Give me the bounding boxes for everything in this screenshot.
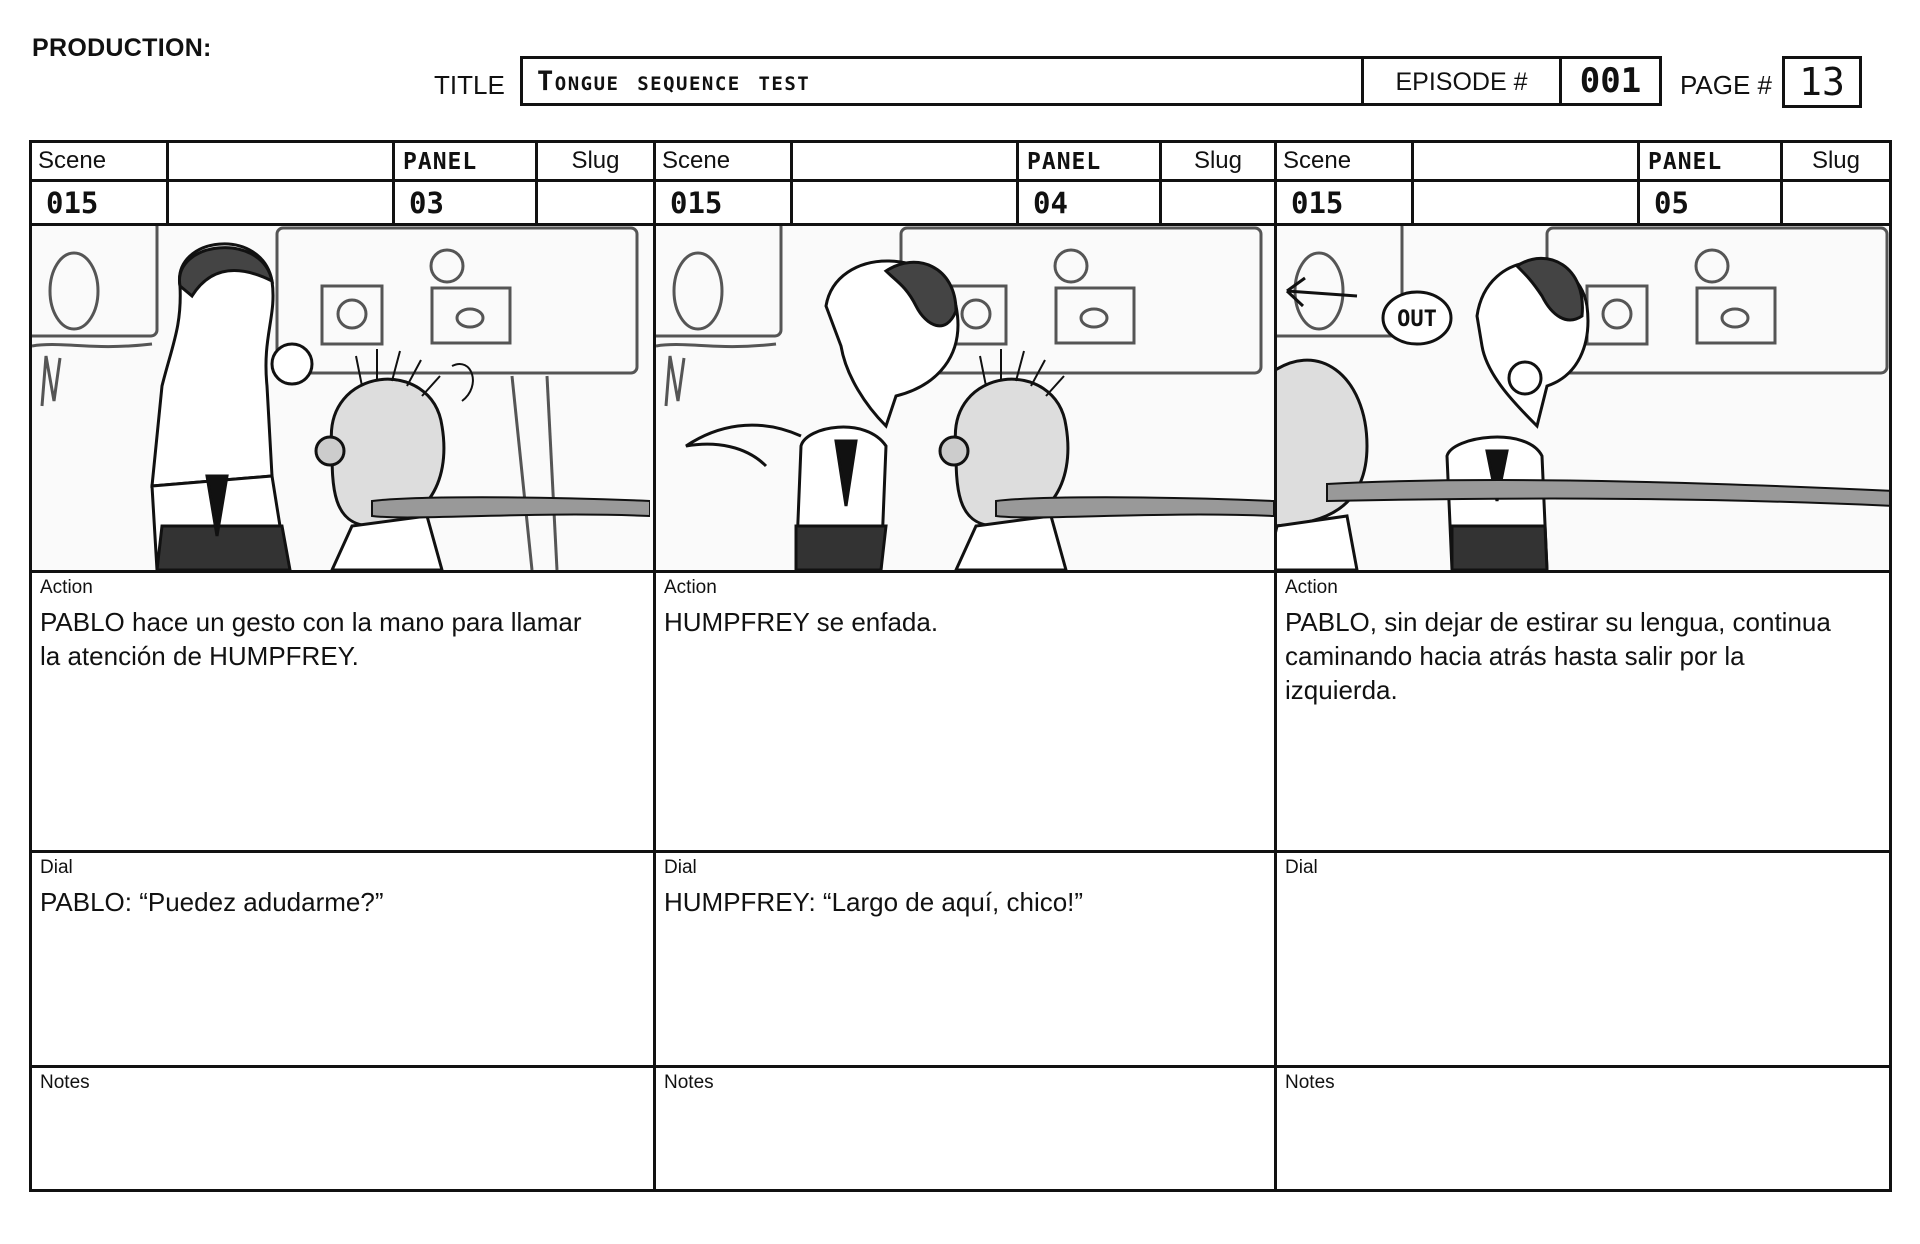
episode-value[interactable]: 001: [1559, 59, 1659, 103]
slug-field[interactable]: [1162, 182, 1274, 223]
dial-field[interactable]: Dial: [1277, 853, 1889, 1068]
notes-label: Notes: [1285, 1072, 1335, 1093]
action-text: HUMPFREY se enfada.: [664, 607, 939, 637]
panel-label: PANEL: [1019, 143, 1162, 179]
drawing-sketch-2: [656, 226, 1274, 570]
panel-label: PANEL: [395, 143, 538, 179]
dial-field[interactable]: Dial HUMPFREY: “Largo de aquí, chico!”: [656, 853, 1274, 1068]
panel-drawing: [656, 226, 1274, 573]
panel-header-values: 015 03: [32, 182, 653, 226]
panel-header-values: 015 04: [656, 182, 1274, 226]
panel-header-labels: Scene PANEL Slug: [1277, 143, 1889, 182]
notes-field[interactable]: Notes: [1277, 1068, 1889, 1189]
dial-label: Dial: [1285, 857, 1318, 878]
storyboard-sheet: Scene PANEL Slug 015 03: [29, 140, 1892, 1192]
panel-header-labels: Scene PANEL Slug: [656, 143, 1274, 182]
notes-field[interactable]: Notes: [656, 1068, 1274, 1189]
action-field[interactable]: Action PABLO hace un gesto con la mano p…: [32, 573, 653, 853]
dial-text: PABLO: “Puedez adudarme?”: [40, 887, 384, 917]
action-label: Action: [664, 577, 717, 598]
action-text: PABLO hace un gesto con la mano para lla…: [40, 607, 582, 671]
dial-text: HUMPFREY: “Largo de aquí, chico!”: [664, 887, 1084, 917]
page-label: PAGE #: [1680, 70, 1773, 100]
panel-drawing: [32, 226, 653, 573]
slug-field[interactable]: [538, 182, 653, 223]
episode-label: EPISODE #: [1361, 59, 1559, 103]
storyboard-panel-2: Scene PANEL Slug 015 04: [653, 143, 1274, 1189]
dial-field[interactable]: Dial PABLO: “Puedez adudarme?”: [32, 853, 653, 1068]
scene-blank-label: [169, 143, 395, 179]
storyboard-panel-1: Scene PANEL Slug 015 03: [32, 143, 653, 1189]
scene-blank-field[interactable]: [793, 182, 1019, 223]
storyboard-panel-3: Scene PANEL Slug 015 05: [1274, 143, 1889, 1189]
action-label: Action: [1285, 577, 1338, 598]
notes-field[interactable]: Notes: [32, 1068, 653, 1189]
action-text: PABLO, sin dejar de estirar su lengua, c…: [1285, 607, 1831, 705]
drawing-note-out: OUT: [1397, 307, 1437, 332]
dial-label: Dial: [40, 857, 73, 878]
scene-number[interactable]: 015: [32, 182, 169, 223]
title-box: Tongue sequence test EPISODE # 001: [520, 56, 1662, 106]
dial-label: Dial: [664, 857, 697, 878]
scene-label: Scene: [656, 143, 793, 179]
slug-label: Slug: [571, 147, 620, 174]
production-label: PRODUCTION:: [32, 34, 212, 62]
scene-blank-field[interactable]: [169, 182, 395, 223]
panel-number[interactable]: 04: [1019, 182, 1162, 223]
scene-number[interactable]: 015: [1277, 182, 1414, 223]
notes-label: Notes: [40, 1072, 90, 1093]
page-number[interactable]: 13: [1782, 56, 1862, 108]
title-label: TITLE: [434, 70, 505, 100]
out-arrow-icon: [1381, 290, 1453, 346]
panel-drawing: OUT: [1277, 226, 1889, 573]
notes-label: Notes: [664, 1072, 714, 1093]
scene-label: Scene: [32, 143, 169, 179]
scene-label: Scene: [1277, 143, 1414, 179]
drawing-sketch-1: [32, 226, 650, 570]
scene-number[interactable]: 015: [656, 182, 793, 223]
scene-blank-field[interactable]: [1414, 182, 1640, 223]
scene-blank-label: [1414, 143, 1640, 179]
panel-label: PANEL: [1640, 143, 1783, 179]
title-value[interactable]: Tongue sequence test: [537, 66, 811, 97]
slug-label: Slug: [1193, 147, 1243, 174]
panel-number[interactable]: 05: [1640, 182, 1783, 223]
panel-header-values: 015 05: [1277, 182, 1889, 226]
action-label: Action: [40, 577, 93, 598]
action-field[interactable]: Action HUMPFREY se enfada.: [656, 573, 1274, 853]
drawing-sketch-3: OUT: [1277, 226, 1889, 570]
panel-header-labels: Scene PANEL Slug: [32, 143, 653, 182]
slug-label: Slug: [1811, 147, 1861, 174]
slug-field[interactable]: [1783, 182, 1889, 223]
panel-number[interactable]: 03: [395, 182, 538, 223]
scene-blank-label: [793, 143, 1019, 179]
action-field[interactable]: Action PABLO, sin dejar de estirar su le…: [1277, 573, 1889, 853]
